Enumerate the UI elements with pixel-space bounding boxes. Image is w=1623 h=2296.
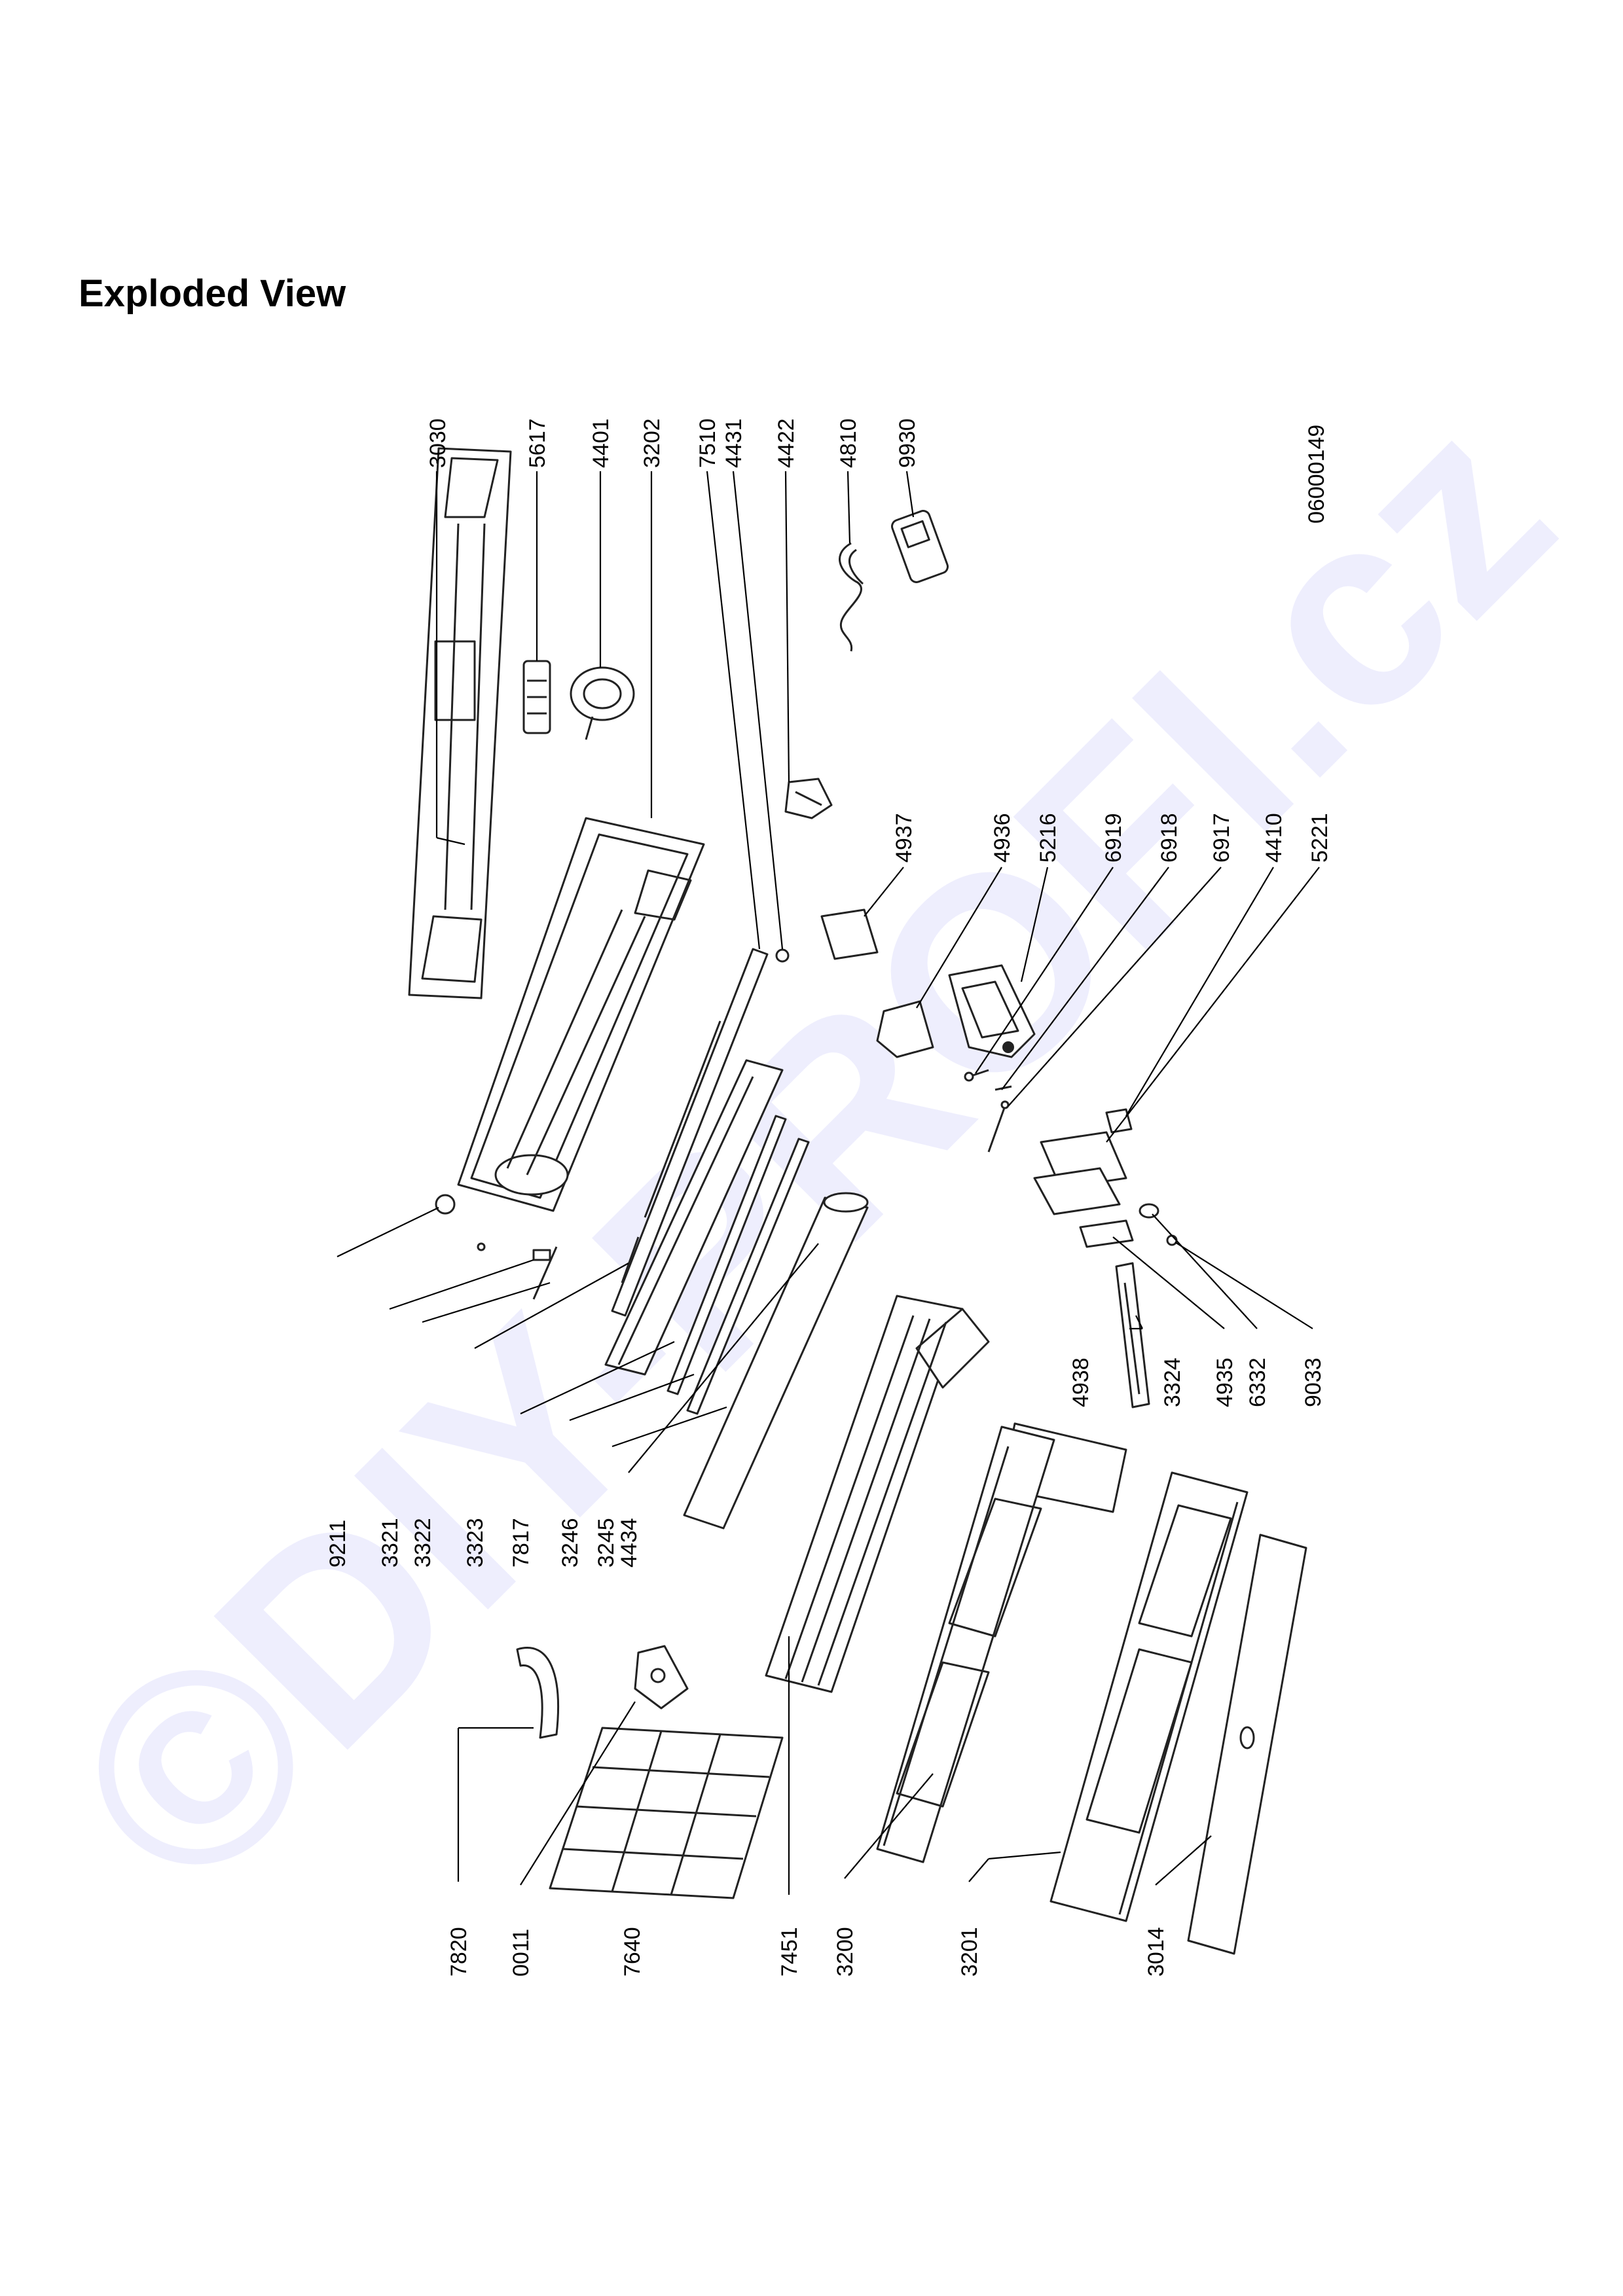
label-7451: 7451 (777, 1927, 802, 1977)
label-4938: 4938 (1068, 1357, 1093, 1407)
part-7451-evaporator (765, 1295, 990, 1693)
part-6917-sensor (987, 1100, 1010, 1153)
label-5617: 5617 (525, 418, 550, 468)
label-9033: 9033 (1301, 1357, 1326, 1407)
label-5216: 5216 (1036, 813, 1061, 863)
part-3201-front-panel (1049, 1471, 1249, 1922)
label-7510: 7510 (695, 418, 720, 468)
part-4410 (1105, 1108, 1133, 1134)
part-7640-filter (549, 1727, 784, 1899)
page-title: Exploded View (79, 272, 346, 315)
part-3200-front-frame (876, 1426, 1055, 1863)
part-4434-fan (683, 1192, 869, 1530)
part-3202-chassis (457, 817, 705, 1212)
label-4434: 4434 (617, 1518, 642, 1568)
label-6919: 6919 (1101, 813, 1126, 863)
label-4410: 4410 (1262, 813, 1286, 863)
label-3323: 3323 (463, 1518, 488, 1568)
label-6332: 6332 (1245, 1357, 1270, 1407)
label-7640: 7640 (620, 1927, 645, 1977)
label-4422: 4422 (774, 418, 799, 468)
label-6917: 6917 (1209, 813, 1234, 863)
part-0011-accessory (634, 1645, 689, 1710)
label-4431: 4431 (721, 418, 746, 468)
part-4431-clip (775, 948, 790, 963)
label-3321: 3321 (378, 1518, 403, 1568)
part-3246-rod (666, 1115, 787, 1395)
label-3322: 3322 (410, 1518, 435, 1568)
part-6332 (1139, 1203, 1159, 1219)
label-3245: 3245 (594, 1518, 619, 1568)
part-5216-control-box (948, 964, 1036, 1058)
label-4936: 4936 (990, 813, 1015, 863)
part-4401-motor (570, 666, 635, 740)
part-9211-cap (435, 1194, 456, 1215)
label-3014: 3014 (1144, 1927, 1169, 1977)
part-4936-cover (876, 1000, 934, 1058)
part-4937-plate (820, 908, 879, 960)
label-0011: 0011 (509, 1929, 534, 1977)
part-3324-bracket (1115, 1262, 1150, 1408)
label-7820: 7820 (447, 1927, 471, 1977)
part-labels: 3030 5617 4401 3202 7510 4431 4422 4810 … (325, 418, 1332, 1977)
part-7820-drain-hose (516, 1647, 559, 1739)
label-7817: 7817 (509, 1518, 534, 1568)
part-5617 (522, 660, 551, 734)
part-9033 (1166, 1234, 1178, 1246)
leader-lines (337, 471, 1320, 1895)
label-4937: 4937 (892, 813, 917, 863)
label-6918: 6918 (1157, 813, 1182, 863)
label-3246: 3246 (558, 1518, 583, 1568)
part-small-screw (477, 1242, 486, 1251)
label-3202: 3202 (640, 418, 665, 468)
part-3030-mounting-plate (408, 447, 512, 999)
label-drawing-number: 06000149 (1304, 425, 1329, 524)
part-3014-panel (1187, 1534, 1307, 1955)
label-3200: 3200 (833, 1927, 858, 1977)
label-4810: 4810 (836, 418, 861, 468)
part-9930-remote (891, 510, 949, 583)
part-4810-cable (839, 542, 864, 652)
part-3321 (532, 1249, 551, 1261)
part-5221-pcb (1033, 1131, 1127, 1215)
label-3201: 3201 (957, 1927, 982, 1977)
label-9211: 9211 (325, 1520, 350, 1568)
part-6919-sensor (964, 1069, 989, 1082)
part-4935-plate (1079, 1219, 1134, 1248)
label-4935: 4935 (1213, 1357, 1237, 1407)
part-3245-rod (686, 1138, 810, 1415)
part-7817-flap (604, 1059, 784, 1376)
label-9930: 9930 (895, 418, 920, 468)
part-4422-bracket (784, 778, 833, 819)
label-4401: 4401 (589, 418, 613, 468)
part-3322 (532, 1246, 558, 1300)
label-3030: 3030 (426, 418, 450, 468)
label-5221: 5221 (1307, 813, 1332, 863)
label-3324: 3324 (1160, 1357, 1185, 1407)
part-3323 (621, 1236, 640, 1283)
part-7510-louvre-rod (611, 948, 769, 1317)
